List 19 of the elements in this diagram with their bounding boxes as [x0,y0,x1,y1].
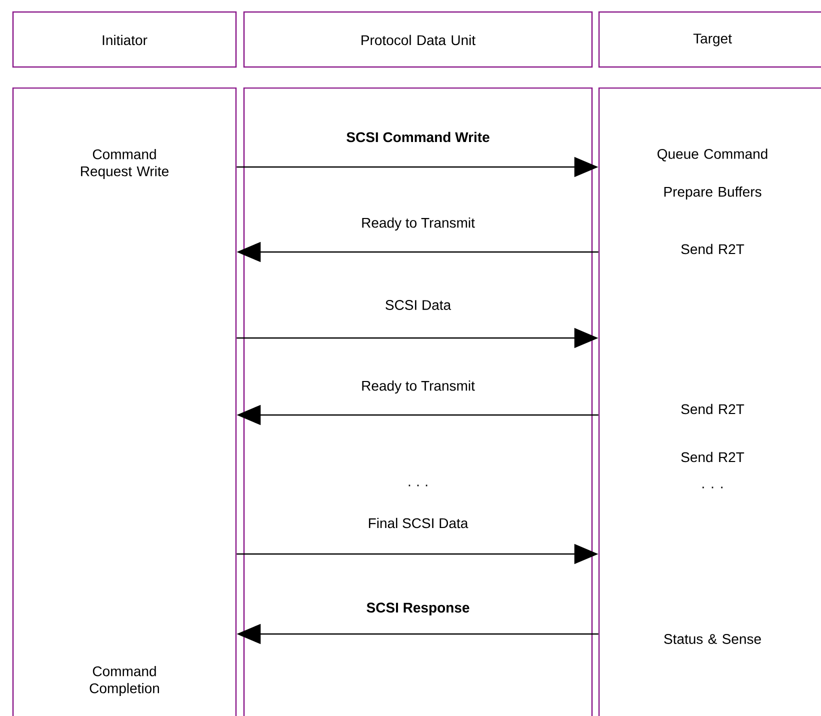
step-text: Queue Command [658,148,768,162]
edge-label: SCSI Data [384,299,452,311]
edge-label: Ready to Transmit [360,216,476,232]
step-text: Prepare Buffers [664,186,762,200]
edge-label: SCSI Response [365,602,471,616]
step-text: · · · [702,486,722,488]
step-text: Command Completion [90,666,159,696]
edge-label: SCSI Command Write [345,130,491,144]
step-text: Protocol Data Unit [362,34,476,46]
step-text: Target [693,34,732,46]
step-text: Send R2T [681,452,744,462]
edge-label: Ready to Transmit [360,379,476,395]
step-text: Command Request Write [81,148,168,180]
step-text: Initiator [102,34,148,46]
ellipsis-text: · · · [408,484,428,486]
step-text: Status & Sense [664,634,761,644]
step-text: Send R2T [681,404,744,414]
step-text: Send R2T [681,244,744,254]
edge-label: Final SCSI Data [366,516,470,530]
